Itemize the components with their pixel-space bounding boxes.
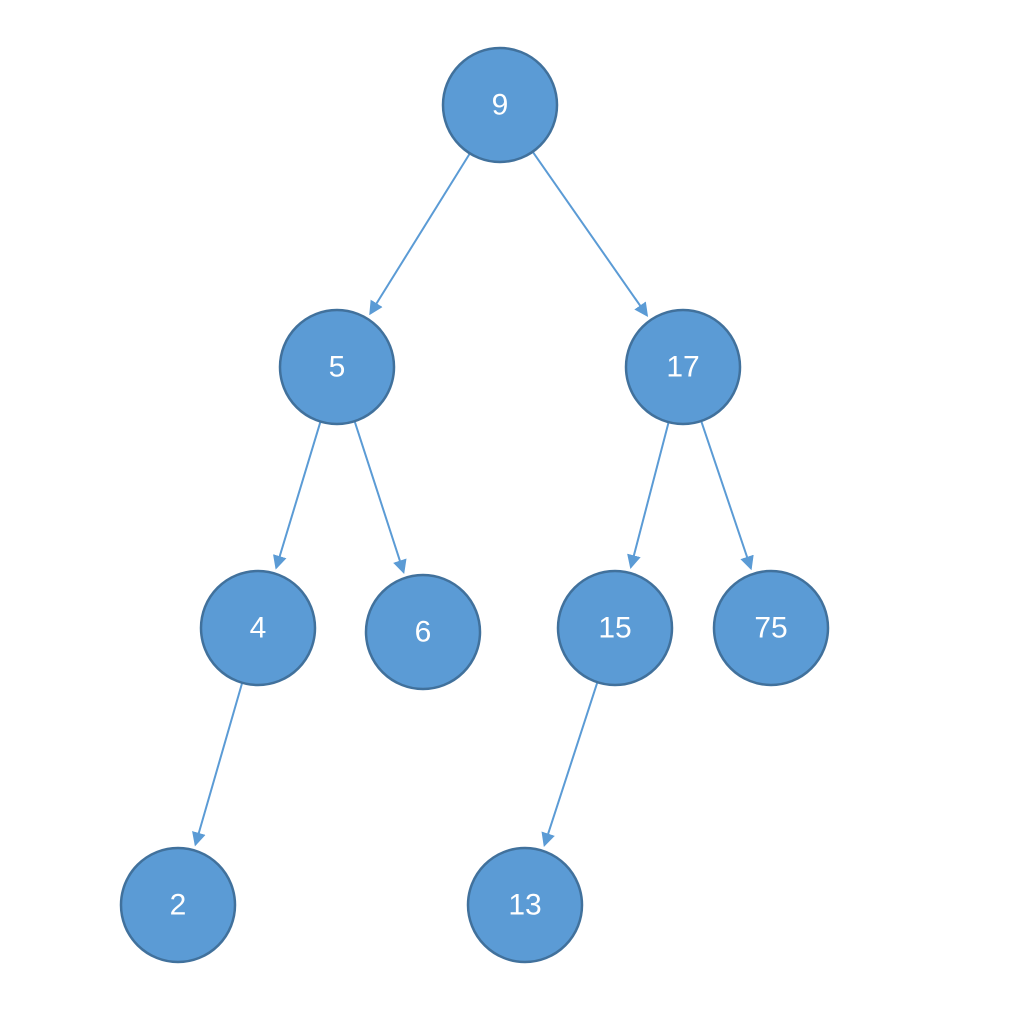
node-circle <box>278 308 396 426</box>
tree-node-9: 9 <box>441 46 559 164</box>
node-label: 2 <box>170 889 187 922</box>
node-circle <box>624 308 742 426</box>
node-label: 17 <box>666 351 699 384</box>
tree-node-13: 13 <box>466 846 584 964</box>
edge-n5-n4 <box>273 421 322 570</box>
node-label: 13 <box>508 889 541 922</box>
nodes-layer: 9 5 17 4 6 15 75 2 13 <box>119 46 830 964</box>
node-label: 9 <box>492 89 509 122</box>
node-label: 4 <box>250 612 267 645</box>
node-circle <box>466 846 584 964</box>
edge-n17-n75 <box>700 420 754 571</box>
node-circle <box>441 46 559 164</box>
edge-n9-n17 <box>531 151 649 317</box>
node-label: 5 <box>329 351 346 384</box>
tree-node-75: 75 <box>712 569 830 687</box>
node-label: 6 <box>415 616 432 649</box>
tree-node-5: 5 <box>278 308 396 426</box>
node-label: 75 <box>754 612 787 645</box>
edge-n17-n15 <box>627 421 670 569</box>
edge-n15-n13 <box>541 681 599 847</box>
tree-node-6: 6 <box>364 573 482 691</box>
node-circle <box>364 573 482 691</box>
node-circle <box>119 846 237 964</box>
edge-n9-n5 <box>369 152 471 316</box>
edges-layer <box>192 151 754 847</box>
node-circle <box>556 569 674 687</box>
tree-node-15: 15 <box>556 569 674 687</box>
tree-node-17: 17 <box>624 308 742 426</box>
edge-n4-n2 <box>192 682 244 847</box>
edge-n5-n6 <box>353 420 407 574</box>
tree-node-2: 2 <box>119 846 237 964</box>
node-circle <box>199 569 317 687</box>
node-circle <box>712 569 830 687</box>
tree-node-4: 4 <box>199 569 317 687</box>
node-label: 15 <box>598 612 631 645</box>
